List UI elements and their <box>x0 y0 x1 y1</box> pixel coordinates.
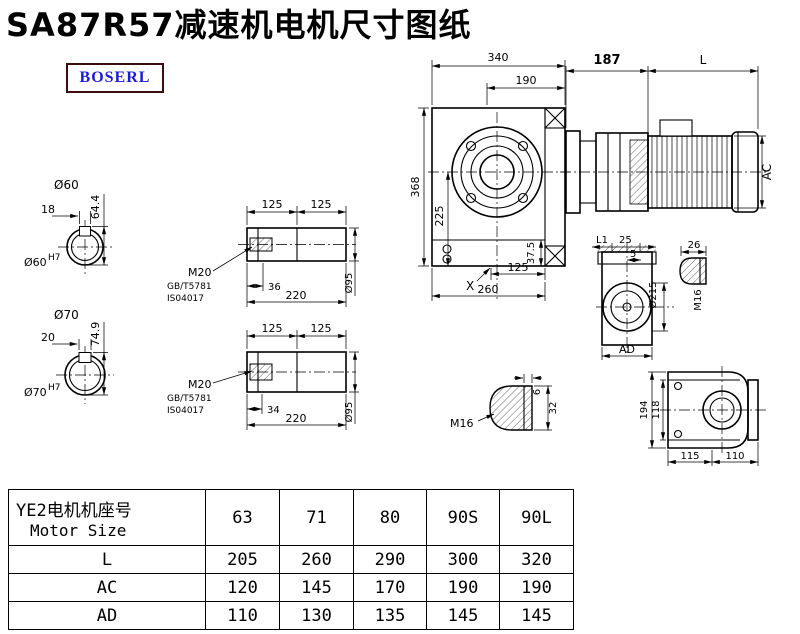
dim-shaft70-fit: Ø70 <box>24 386 47 399</box>
dim-gearbox-260: 260 <box>478 283 499 296</box>
dim-key-width: 32 <box>548 402 559 415</box>
section-mark-x: X <box>466 279 474 293</box>
row-label-L: L <box>8 545 206 574</box>
dim-shafttop-std2: IS04017 <box>167 294 204 304</box>
table-header-cn: YE2电机机座号 <box>16 500 132 521</box>
brand-logo-text: BOSERL <box>79 69 151 86</box>
cell-AD-63: 110 <box>205 601 280 630</box>
dim-flange-194: 194 <box>639 400 650 419</box>
dim-shaft70-height: 74.9 <box>89 322 102 347</box>
size-col-90s: 90S <box>426 489 500 546</box>
cell-AC-71: 145 <box>279 573 354 602</box>
cell-L-71: 260 <box>279 545 354 574</box>
dim-plug-26: 26 <box>688 240 701 251</box>
dim-shafttop-125-right: 125 <box>311 198 332 211</box>
cell-AD-90s: 145 <box>426 601 500 630</box>
dim-shaft60-key-width: 18 <box>41 203 55 216</box>
cell-AD-71: 130 <box>279 601 354 630</box>
table-header-en: Motor Size <box>30 520 127 540</box>
output-flange-circle <box>451 126 543 218</box>
view-gearbox-front: 340 190 368 225 37.5 125 260 X <box>409 51 570 302</box>
view-motor-flange-rear: 194 118 115 110 <box>639 366 766 466</box>
dim-side-AD: AD <box>619 343 635 356</box>
view-shaft-end-70: Ø70 20 74.9 Ø70 H7 <box>24 308 114 404</box>
row-label-AD: AD <box>8 601 206 630</box>
view-motor-side: 187 L AC <box>560 53 774 214</box>
size-col-80: 80 <box>353 489 427 546</box>
cell-AC-63: 120 <box>205 573 280 602</box>
cell-L-90s: 300 <box>426 545 500 574</box>
view-input-shaft-bottom: 125 125 M20 GB/T5781 IS04017 34 220 Ø95 <box>167 322 359 430</box>
dim-shafttop-dia: Ø95 <box>343 273 355 294</box>
cell-AD-90l: 145 <box>499 601 574 630</box>
dim-shaft60-dia: Ø60 <box>54 178 79 192</box>
dim-side-25: 25 <box>619 235 632 246</box>
dim-gearbox-37-5: 37.5 <box>526 242 537 264</box>
dim-flange-110: 110 <box>725 451 744 462</box>
dim-shaft70-dia: Ø70 <box>54 308 79 322</box>
table-row-AD: AD 110 130 135 145 145 <box>8 601 574 630</box>
table-row-L: L 205 260 290 300 320 <box>8 545 574 574</box>
dim-motor-187: 187 <box>593 53 620 68</box>
cell-L-90l: 320 <box>499 545 574 574</box>
dim-shaft60-fit-sup: H7 <box>48 253 61 263</box>
motor-size-table: YE2电机机座号 Motor Size 63 71 80 90S 90L L 2… <box>8 489 574 630</box>
dim-shafttop-thread: M20 <box>188 266 212 279</box>
dim-shafttop-thread-len: 36 <box>268 282 281 293</box>
cell-AD-80: 135 <box>353 601 427 630</box>
table-header-motor-size: YE2电机机座号 Motor Size <box>8 489 206 546</box>
dim-motor-AC: AC <box>760 164 774 180</box>
view-plug-detail: 26 M16 <box>679 240 707 311</box>
view-shaft-end-60: Ø60 18 64.4 Ø60 H7 <box>24 178 112 274</box>
dim-shaftbot-thread-len: 34 <box>267 405 280 416</box>
dim-gearbox-190: 190 <box>516 74 537 87</box>
dim-side-L1: L1 <box>596 235 608 246</box>
table-header-row: YE2电机机座号 Motor Size 63 71 80 90S 90L <box>8 489 574 546</box>
cell-L-63: 205 <box>205 545 280 574</box>
dim-gearbox-225: 225 <box>433 206 446 227</box>
dim-shaftbot-thread: M20 <box>188 378 212 391</box>
dim-shaftbot-125-left: 125 <box>262 322 283 335</box>
dim-shafttop-std1: GB/T5781 <box>167 282 212 292</box>
dim-key-thread: M16 <box>450 417 474 430</box>
cell-AC-90l: 190 <box>499 573 574 602</box>
dim-shafttop-125-left: 125 <box>262 198 283 211</box>
dim-shaftbot-total: 220 <box>286 412 307 425</box>
dim-shafttop-total: 220 <box>286 289 307 302</box>
dim-flange-118: 118 <box>651 400 662 419</box>
dim-motor-L: L <box>700 53 707 67</box>
technical-drawing: Ø60 18 64.4 Ø60 H7 Ø70 20 74.9 Ø70 H7 <box>24 51 774 466</box>
dim-shaftbot-dia: Ø95 <box>343 402 355 423</box>
size-col-71: 71 <box>279 489 354 546</box>
dim-gearbox-340: 340 <box>488 51 509 64</box>
cell-AC-80: 170 <box>353 573 427 602</box>
dim-key-depth: 6 <box>532 389 543 395</box>
dim-shaftbot-125-right: 125 <box>311 322 332 335</box>
row-label-AC: AC <box>8 573 206 602</box>
cell-L-80: 290 <box>353 545 427 574</box>
dim-gearbox-125: 125 <box>508 261 529 274</box>
dim-flange-115: 115 <box>680 451 699 462</box>
dim-shaft70-key-width: 20 <box>41 331 55 344</box>
dim-shaft60-height: 64.4 <box>89 195 102 220</box>
dim-side-bore: Ø215 <box>647 282 659 309</box>
dim-shaft60-fit: Ø60 <box>24 256 47 269</box>
view-gearbox-side: L1 25 5 Ø215 AD <box>591 235 674 360</box>
view-key-section: 6 32 M16 <box>450 374 559 431</box>
dim-shaftbot-std2: IS04017 <box>167 406 204 416</box>
size-col-90l: 90L <box>499 489 574 546</box>
dim-side-5: 5 <box>630 249 636 260</box>
table-row-AC: AC 120 145 170 190 190 <box>8 573 574 602</box>
dim-gearbox-368: 368 <box>409 177 422 198</box>
view-input-shaft-top: 125 125 M20 GB/T5781 IS04017 36 220 Ø95 <box>167 198 359 307</box>
page-title: SA87R57减速机电机尺寸图纸 <box>6 6 472 44</box>
cell-AC-90s: 190 <box>426 573 500 602</box>
dim-shaftbot-std1: GB/T5781 <box>167 394 212 404</box>
dim-plug-thread: M16 <box>693 289 704 310</box>
dim-shaft70-fit-sup: H7 <box>48 383 61 393</box>
brand-logo: BOSERL <box>66 63 164 93</box>
size-col-63: 63 <box>205 489 280 546</box>
